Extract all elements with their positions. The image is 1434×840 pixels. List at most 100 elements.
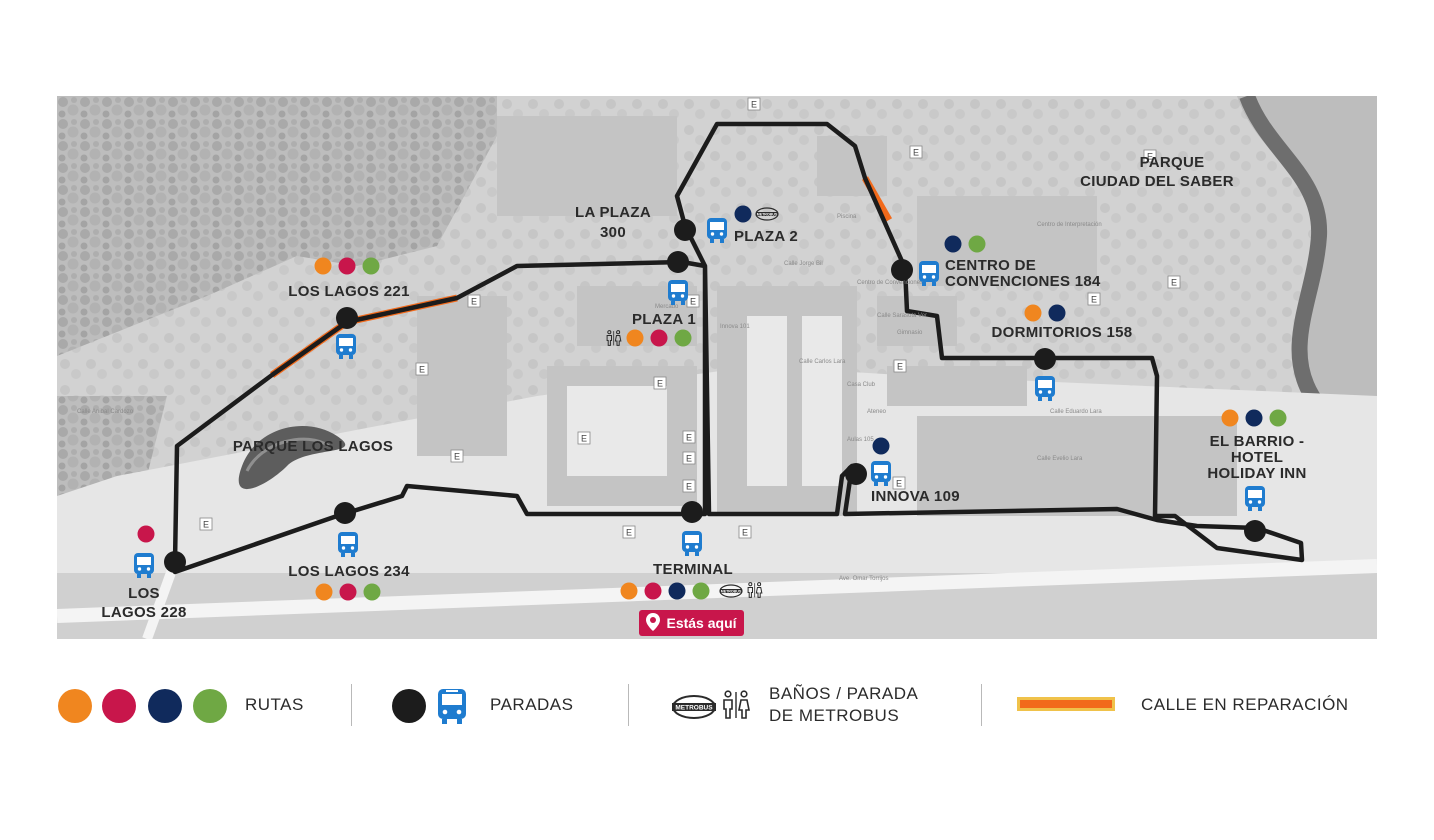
entrance-marker-label: E	[1091, 295, 1097, 305]
park-label-parque-los-lagos: PARQUE LOS LAGOS	[233, 438, 393, 455]
entrance-marker: E	[415, 362, 429, 376]
entrance-marker-label: E	[471, 297, 477, 307]
street-label: Calle Eduardo Lara	[1050, 409, 1102, 415]
legend-divider	[981, 684, 982, 726]
legend-bus-icon	[436, 687, 468, 730]
bus-icon-el-barrio[interactable]	[1245, 486, 1265, 511]
metrobus-logo-text: METROBUS	[757, 212, 778, 216]
entrance-marker: E	[1087, 292, 1101, 306]
entrance-marker: E	[747, 97, 761, 111]
entrance-marker-label: E	[686, 454, 692, 464]
you-are-here-text: Estás aquí	[666, 615, 737, 631]
entrance-marker-label: E	[626, 528, 632, 538]
route-orange-dot	[58, 689, 92, 723]
legend: RUTAS PARADAS METROBUS BAÑOS / PARADA DE…	[0, 672, 1434, 742]
route-dot-los-lagos-228	[137, 525, 155, 543]
stop-label-plaza-2: PLAZA 2	[734, 228, 798, 245]
route-green-dot	[193, 689, 227, 723]
route-dot-el-barrio-2	[1269, 409, 1287, 427]
route-dot-los-lagos-234-2	[363, 583, 381, 601]
stop-los-lagos-228[interactable]	[164, 551, 186, 573]
stop-label-los-lagos-234: LOS LAGOS 234	[288, 563, 410, 580]
location-pin-icon	[646, 612, 661, 634]
building-label: Centro de Convenciones	[857, 280, 923, 286]
building-label: Centro de Interpretación	[1037, 222, 1102, 228]
route-dot-plaza-1-0	[626, 329, 644, 347]
building-label: Innova 101	[720, 324, 750, 330]
stop-los-lagos-221[interactable]	[336, 307, 358, 329]
route-dot-centro-convenciones-1	[968, 235, 986, 253]
route-dot-los-lagos-234-1	[339, 583, 357, 601]
building-label: Aulas 105	[847, 437, 874, 443]
entrance-marker: E	[467, 294, 481, 308]
entrance-marker-label: E	[1147, 152, 1153, 162]
stop-terminal[interactable]	[681, 501, 703, 523]
street-label: Ave. Omar Torrijos	[839, 576, 888, 582]
route-dot-el-barrio-1	[1245, 409, 1263, 427]
entrance-marker-label: E	[751, 100, 757, 110]
route-dot-innova-109	[872, 437, 890, 455]
repair-street-swatch	[1017, 697, 1115, 711]
stop-dormitorios-158[interactable]	[1034, 348, 1056, 370]
you-are-here-badge[interactable]: Estás aquí	[639, 610, 744, 636]
stop-label-los-lagos-228-line2: LAGOS 228	[101, 604, 186, 621]
bus-icon-los-lagos-228[interactable]	[134, 553, 154, 578]
entrance-marker: E	[622, 525, 636, 539]
legend-paradas: PARADAS	[490, 695, 574, 714]
route-dot-terminal-0	[620, 582, 638, 600]
entrance-marker-label: E	[419, 365, 425, 375]
bus-icon-centro-convenciones[interactable]	[919, 261, 939, 286]
entrance-marker: E	[909, 145, 923, 159]
stop-los-lagos-234[interactable]	[334, 502, 356, 524]
entrance-marker: E	[682, 430, 696, 444]
bus-icon-los-lagos-221[interactable]	[336, 334, 356, 359]
stop-el-barrio[interactable]	[1244, 520, 1266, 542]
bus-icon-terminal[interactable]	[682, 531, 702, 556]
route-navy-dot	[148, 689, 182, 723]
street-label: Calle Sarasota Ver	[877, 313, 927, 319]
park-label-parque: PARQUE	[1140, 154, 1205, 171]
stop-label-innova-109: INNOVA 109	[871, 488, 960, 505]
restroom-icon	[722, 690, 750, 725]
route-dot-el-barrio-0	[1221, 409, 1239, 427]
entrance-marker-label: E	[896, 479, 902, 489]
stop-label-centro-conv-line2: CONVENCIONES 184	[945, 273, 1101, 290]
stop-centro-convenciones-184[interactable]	[891, 259, 913, 281]
route-dot-los-lagos-234-0	[315, 583, 333, 601]
stop-label-el-barrio-line3: HOLIDAY INN	[1207, 465, 1306, 482]
street-label: Calle Anibal Cardozo	[77, 409, 134, 415]
building-label: Ateneo	[867, 409, 887, 415]
legend-calle-reparacion: CALLE EN REPARACIÓN	[1141, 695, 1349, 714]
entrance-marker-label: E	[742, 528, 748, 538]
bus-icon-innova-109[interactable]	[871, 461, 891, 486]
entrance-marker-label: E	[1171, 278, 1177, 288]
stop-label-centro-conv-line1: CENTRO DE	[945, 257, 1036, 274]
metrobus-logo-icon: METROBUS	[719, 584, 743, 598]
legend-rutas: RUTAS	[245, 695, 304, 714]
route-line	[172, 121, 1305, 575]
bus-icon-plaza-1[interactable]	[668, 280, 688, 305]
street-label: Calle Jorge Bil	[784, 261, 823, 267]
street-label: Calle Evelio Lara	[1037, 456, 1083, 462]
entrance-marker: E	[1143, 149, 1157, 163]
route-dot-terminal-2	[668, 582, 686, 600]
stop-innova-109[interactable]	[845, 463, 867, 485]
route-dot-dormitorios-158-0	[1024, 304, 1042, 322]
legend-metrobus-logo-text: METROBUS	[675, 705, 713, 712]
route-red-dot	[102, 689, 136, 723]
legend-banos-line1: BAÑOS / PARADA	[769, 684, 919, 703]
bus-icon-los-lagos-234[interactable]	[338, 532, 358, 557]
entrance-marker-label: E	[913, 148, 919, 158]
stop-label-dormitorios-158: DORMITORIOS 158	[992, 324, 1133, 341]
route-dot-terminal-3	[692, 582, 710, 600]
bus-icon-plaza-2[interactable]	[707, 218, 727, 243]
entrance-marker-label: E	[657, 379, 663, 389]
stop-la-plaza-300[interactable]	[674, 219, 696, 241]
entrance-marker: E	[199, 517, 213, 531]
bus-icon-dormitorios-158[interactable]	[1035, 376, 1055, 401]
stop-plaza-1[interactable]	[667, 251, 689, 273]
entrance-marker: E	[450, 449, 464, 463]
route-dot-plaza-2	[734, 205, 752, 223]
building-label: Mercado	[655, 304, 679, 310]
